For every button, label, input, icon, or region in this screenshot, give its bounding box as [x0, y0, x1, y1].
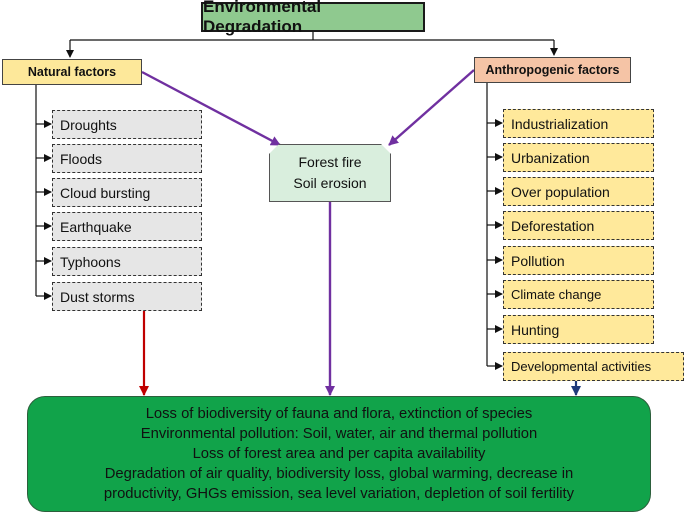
arrow-natural-to-common: [141, 70, 281, 147]
anthropogenic-factors-header-label: Anthropogenic factors: [485, 63, 620, 77]
natural-item-droughts: Droughts: [52, 110, 202, 139]
natural-factors-header-label: Natural factors: [27, 65, 117, 79]
effect-line: productivity, GHGs emission, sea level v…: [103, 486, 575, 502]
common-causes-box: Forest fire Soil erosion: [269, 144, 391, 202]
natural-item-earthquake: Earthquake: [52, 212, 202, 241]
natural-item-typhoons: Typhoons: [52, 247, 202, 276]
diagram-title-box: Environmental Degradation: [201, 0, 425, 36]
anthropogenic-item-label: Developmental activities: [511, 359, 652, 374]
anthropogenic-item-industrialization: Industrialization: [503, 109, 654, 138]
effect-line: Degradation of air quality, biodiversity…: [104, 466, 574, 482]
anthropogenic-item-label: Climate change: [511, 287, 602, 302]
arrow-anthropogenic-to-common: [388, 69, 475, 146]
effect-line: Environmental pollution: Soil, water, ai…: [140, 426, 538, 442]
effects-box: Loss of biodiversity of fauna and flora,…: [27, 396, 651, 512]
anthropogenic-item-over-population: Over population: [503, 177, 654, 206]
natural-item-label: Typhoons: [60, 253, 121, 270]
natural-item-dust-storms: Dust storms: [52, 282, 202, 311]
natural-item-label: Droughts: [60, 116, 117, 133]
anthropogenic-item-developmental-activities: Developmental activities: [503, 352, 684, 381]
anthropogenic-item-label: Pollution: [511, 252, 565, 269]
anthropogenic-factors-header: Anthropogenic factors: [474, 57, 631, 83]
anthropogenic-item-pollution: Pollution: [503, 246, 654, 275]
natural-item-label: Dust storms: [60, 288, 135, 305]
anthropogenic-item-label: Deforestation: [511, 217, 595, 234]
anthropogenic-item-label: Hunting: [511, 321, 560, 338]
natural-factors-header: Natural factors: [2, 59, 142, 85]
anthropogenic-item-deforestation: Deforestation: [503, 211, 654, 240]
natural-item-floods: Floods: [52, 144, 202, 173]
common-cause-forest-fire: Forest fire: [298, 154, 362, 170]
natural-item-label: Cloud bursting: [60, 184, 151, 201]
anthropogenic-item-label: Over population: [511, 183, 610, 200]
anthropogenic-item-urbanization: Urbanization: [503, 143, 654, 172]
effect-line: Loss of biodiversity of fauna and flora,…: [145, 406, 533, 422]
anthropogenic-item-hunting: Hunting: [503, 315, 654, 344]
anthropogenic-item-label: Industrialization: [511, 115, 609, 132]
natural-item-cloud-bursting: Cloud bursting: [52, 178, 202, 207]
anthropogenic-item-label: Urbanization: [511, 149, 590, 166]
effect-line: Loss of forest area and per capita avail…: [192, 446, 486, 462]
anthropogenic-item-climate-change: Climate change: [503, 280, 654, 309]
natural-item-label: Floods: [60, 150, 103, 167]
diagram-title: Environmental Degradation: [203, 0, 322, 36]
common-cause-soil-erosion: Soil erosion: [293, 175, 367, 191]
natural-item-label: Earthquake: [60, 218, 132, 235]
